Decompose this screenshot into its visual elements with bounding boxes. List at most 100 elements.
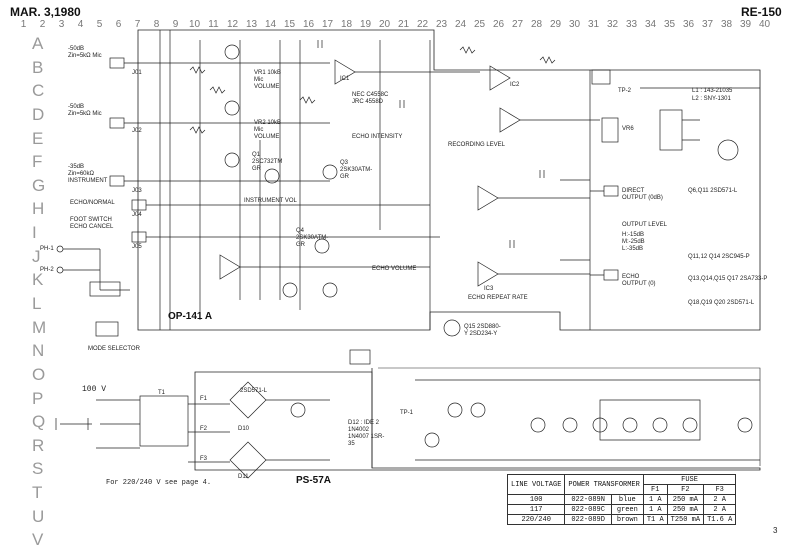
grid-column-14: 14 [264,19,277,30]
col-power-transformer: POWER TRANSFORMER [564,474,644,495]
ic3-label: IC3 [484,286,494,292]
grid-column-9: 9 [172,19,179,30]
cell-part: 022-089C [564,504,612,515]
grid-column-36: 36 [682,19,695,30]
grid-column-28: 28 [530,19,543,30]
cell-part: 022-089N [564,494,612,505]
note-q13: Q13,Q14,Q15 Q17 2SA733-P [688,276,768,282]
ic1-label: IC1 [340,76,350,82]
q3-part: Q3 2SK30ATM-GR [340,160,373,180]
ic2-label: IC2 [510,82,520,88]
jack-j02: J02 [132,128,142,134]
cell-f1: T1 A [642,514,668,525]
grid-column-17: 17 [321,19,334,30]
grid-column-11: 11 [208,19,219,30]
mode-selector-label: MODE SELECTOR [88,346,140,352]
grid-column-38: 38 [720,19,733,30]
grid-column-34: 34 [644,19,657,30]
d11-label: D11 [238,474,249,480]
grid-row-S: S [32,459,44,479]
echo-normal-label: ECHO/NORMAL [70,200,115,206]
grid-column-27: 27 [511,19,524,30]
col-fuse: FUSE [642,474,737,485]
grid-row-P: P [32,388,44,408]
tp1-label: TP-1 [400,410,414,416]
repeat-rate-label: ECHO REPEAT RATE [468,295,528,301]
board-title-ps57: PS-57A [296,475,332,486]
fuse-f3: F3 [200,456,208,462]
grid-row-H: H [32,199,45,219]
cell-voltage: 117 [506,504,566,515]
echo-volume-label: ECHO VOLUME [372,266,417,272]
l1-label: L1 : 143-21035 [692,88,733,94]
grid-column-35: 35 [663,19,676,30]
col-line-voltage: LINE VOLTAGE [506,474,566,495]
jack-j04: J04 [132,212,142,218]
grid-column-2: 2 [39,19,46,30]
grid-column-8: 8 [153,19,160,30]
grid-column-13: 13 [245,19,258,30]
cell-f3: T1.6 A [703,514,737,525]
direct-output-label: DIRECT OUTPUT (0dB) [622,188,663,201]
mic1-jack [109,57,160,69]
grid-column-7: 7 [134,19,141,30]
echo-output-label: ECHO OUTPUT (0) [622,274,656,287]
mic2-jack [109,117,160,129]
cell-part: 022-089D [564,514,612,525]
q1-part: Q1 2SC732TM GR [252,152,283,172]
grid-column-40: 40 [758,19,771,30]
grid-row-I: I [32,223,37,243]
grid-column-3: 3 [58,19,65,30]
cell-voltage: 220/240 [506,514,566,525]
cell-f2: T250 mA [666,514,705,525]
grid-row-V: V [32,530,44,550]
grid-row-R: R [32,435,45,455]
power-table: LINE VOLTAGE POWER TRANSFORMER FUSE F1 F… [506,474,737,525]
grid-row-F: F [32,152,43,172]
vr6-label: VR6 [622,126,634,132]
grid-column-19: 19 [359,19,372,30]
voltage-note: For 220/240 V see page 4. [106,479,212,487]
col-f1: F1 [642,484,668,495]
grid-column-22: 22 [416,19,429,30]
jack-j01: J01 [132,70,142,76]
grid-column-24: 24 [454,19,467,30]
fuse-f2: F2 [200,426,208,432]
grid-row-J: J [32,246,41,266]
grid-row-T: T [32,483,43,503]
cell-f1: 1 A [642,504,668,515]
note-q6: Q6,Q11 2SD571-L [688,188,738,194]
grid-row-D: D [32,104,45,124]
cell-color: blue [610,494,644,505]
grid-row-C: C [32,81,45,101]
cell-color: green [610,504,644,515]
d12-label: D12 : IDE 2 1N4002 1N4007 1SR-35 [348,420,385,447]
vr1-mic-volume: VR1 10kB Mic VOLUME [254,70,282,90]
model-label: RE-150 [741,5,782,19]
grid-column-30: 30 [568,19,581,30]
cell-f2: 250 mA [666,504,705,515]
col-f3: F3 [703,484,737,495]
grid-column-18: 18 [340,19,353,30]
transformer-label: T1 [158,390,166,396]
q15-part: Q15 2SD880-Y 2SD234-Y [464,324,501,337]
grid-column-37: 37 [701,19,714,30]
grid-column-20: 20 [378,19,391,30]
q4-part: Q4 2SK30ATM-GR [296,228,329,248]
note-q11: Q11,12 Q14 2SC945-P [688,254,750,260]
grid-column-6: 6 [115,19,122,30]
grid-column-10: 10 [188,19,201,30]
grid-column-33: 33 [625,19,638,30]
output-levels-values: H:-15dB M:-25dB L:-35dB [622,232,645,252]
col-f2: F2 [666,484,705,495]
grid-column-1: 1 [20,19,27,30]
note-q18: Q18,Q19 Q20 2SD571-L [688,300,755,306]
grid-row-M: M [32,317,47,337]
grid-column-31: 31 [587,19,600,30]
jack-j05: J05 [132,244,142,250]
table-row: 117 022-089C green 1 A 250 mA 2 A [506,504,737,515]
grid-column-15: 15 [283,19,296,30]
